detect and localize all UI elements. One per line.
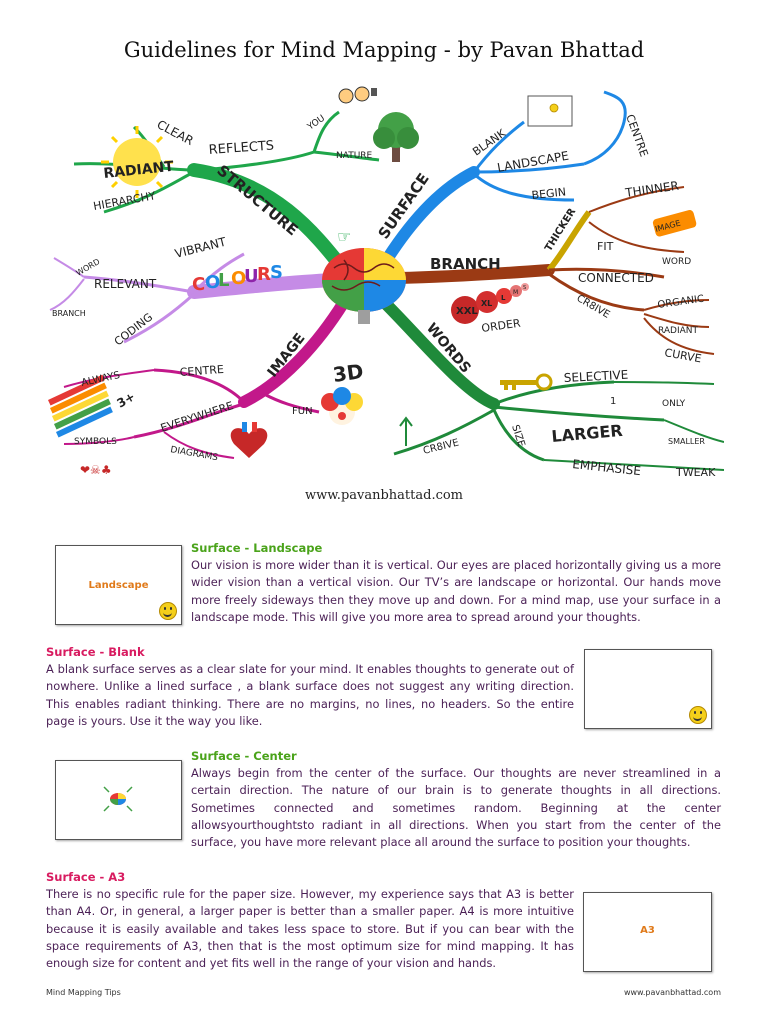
heart-icon [230, 422, 268, 458]
section-landscape: Surface - Landscape Our vision is more w… [191, 541, 721, 626]
sun-icon [101, 126, 173, 198]
svg-text:WORD: WORD [662, 257, 691, 267]
svg-text:3D: 3D [331, 359, 365, 387]
brain-icon [103, 786, 133, 812]
section-center: Surface - Center Always begin from the c… [191, 749, 721, 851]
section-a3: Surface - A3 There is no specific rule f… [46, 870, 574, 972]
svg-text:STRUCTURE: STRUCTURE [213, 161, 301, 239]
svg-text:3+: 3+ [115, 389, 138, 410]
svg-text:NATURE: NATURE [336, 151, 373, 161]
svg-text:RADIANT: RADIANT [103, 159, 175, 182]
landscape-thumbnail: Landscape [55, 545, 182, 625]
section-title: Surface - Blank [46, 645, 145, 659]
pencils-icon [47, 374, 113, 438]
tree-icon [373, 112, 419, 162]
svg-text:CONNECTED: CONNECTED [578, 271, 654, 285]
svg-text:THINNER: THINNER [623, 179, 679, 200]
colours-letter: R [257, 264, 271, 285]
blank-thumbnail [584, 649, 712, 729]
colours-branch [187, 273, 341, 299]
svg-text:BRANCH: BRANCH [52, 309, 86, 318]
svg-text:ORDER: ORDER [481, 317, 522, 335]
section-body: There is no specific rule for the paper … [46, 887, 574, 971]
branch-branch [393, 264, 555, 284]
svg-text:FUN: FUN [292, 406, 313, 417]
svg-text:CR8IVE: CR8IVE [422, 437, 460, 456]
landscape-thumb-label: Landscape [88, 580, 149, 591]
colours-letter: U [244, 266, 259, 287]
smiley-icon [159, 602, 177, 620]
clown-icon [321, 387, 363, 425]
svg-text:XL: XL [481, 299, 492, 308]
svg-text:WORD: WORD [75, 257, 102, 278]
svg-text:CENTRE: CENTRE [179, 363, 224, 379]
colours-letter: L [218, 270, 229, 291]
a3-thumbnail: A3 [583, 892, 712, 972]
colours-letter: C [192, 274, 205, 295]
svg-text:EVERYWHERE: EVERYWHERE [159, 399, 235, 435]
svg-text:M: M [513, 289, 518, 296]
svg-text:SIZE: SIZE [509, 424, 526, 449]
people-icon [338, 86, 377, 104]
colours-letter: O [205, 272, 220, 293]
svg-text:CLEAR: CLEAR [155, 117, 196, 148]
surface-branch [378, 166, 480, 270]
svg-text:BEGIN: BEGIN [531, 185, 567, 202]
smiley-icon [689, 706, 707, 724]
section-body: Our vision is more wider than it is vert… [191, 558, 721, 624]
svg-text:S: S [523, 285, 526, 291]
svg-text:EMPHASISE: EMPHASISE [572, 457, 642, 478]
a3-thumb-label: A3 [640, 925, 655, 936]
footer-left: Mind Mapping Tips [46, 988, 121, 997]
svg-text:LARGER: LARGER [551, 421, 624, 446]
svg-text:BRANCH: BRANCH [430, 255, 501, 273]
svg-text:XXL: XXL [456, 306, 478, 317]
symbols-icon: ❤☠♣ [80, 463, 112, 477]
svg-text:TWEAK: TWEAK [675, 466, 716, 479]
svg-text:SYMBOLS: SYMBOLS [74, 437, 117, 447]
colours-letter: S [270, 262, 283, 283]
brain-icon [322, 248, 406, 324]
svg-text:CENTRE: CENTRE [623, 113, 650, 159]
section-body: Always begin from the center of the surf… [191, 766, 721, 850]
section-blank: Surface - Blank A blank surface serves a… [46, 645, 574, 730]
section-body: A blank surface serves as a clear slate … [46, 662, 574, 728]
size-circles-icon [451, 283, 529, 324]
center-thumbnail [55, 760, 182, 840]
hand-pointer-icon: ☞ [337, 227, 351, 246]
svg-text:CURVE: CURVE [663, 346, 702, 365]
image-branch [238, 296, 350, 408]
blank-page-icon [527, 95, 573, 127]
structure-branch [187, 163, 351, 277]
mindmap-website: www.pavanbhattad.com [304, 488, 464, 503]
svg-text:FIT: FIT [597, 240, 614, 253]
svg-text:VIBRANT: VIBRANT [173, 235, 228, 261]
section-title: Surface - A3 [46, 870, 126, 884]
section-title: Surface - Center [191, 749, 297, 763]
svg-text:SELECTIVE: SELECTIVE [563, 368, 628, 385]
colours-letter: O [231, 268, 246, 289]
svg-text:ORGANIC: ORGANIC [657, 294, 705, 311]
svg-text:REFLECTS: REFLECTS [208, 138, 274, 158]
svg-text:HIERARCHY: HIERARCHY [92, 189, 157, 213]
svg-text:RELEVANT: RELEVANT [94, 277, 157, 291]
page-title: Guidelines for Mind Mapping - by Pavan B… [123, 38, 645, 62]
words-branch [378, 296, 500, 410]
svg-text:L: L [501, 294, 506, 302]
svg-text:SMALLER: SMALLER [668, 437, 705, 446]
key-icon [500, 373, 553, 391]
section-title: Surface - Landscape [191, 541, 323, 555]
mind-map-diagram: ☞ XXL XL L M S [47, 86, 724, 479]
svg-text:1: 1 [610, 396, 616, 407]
footer-right: www.pavanbhattad.com [623, 988, 721, 997]
svg-text:RADIANT: RADIANT [658, 326, 699, 336]
svg-text:ONLY: ONLY [662, 399, 686, 409]
